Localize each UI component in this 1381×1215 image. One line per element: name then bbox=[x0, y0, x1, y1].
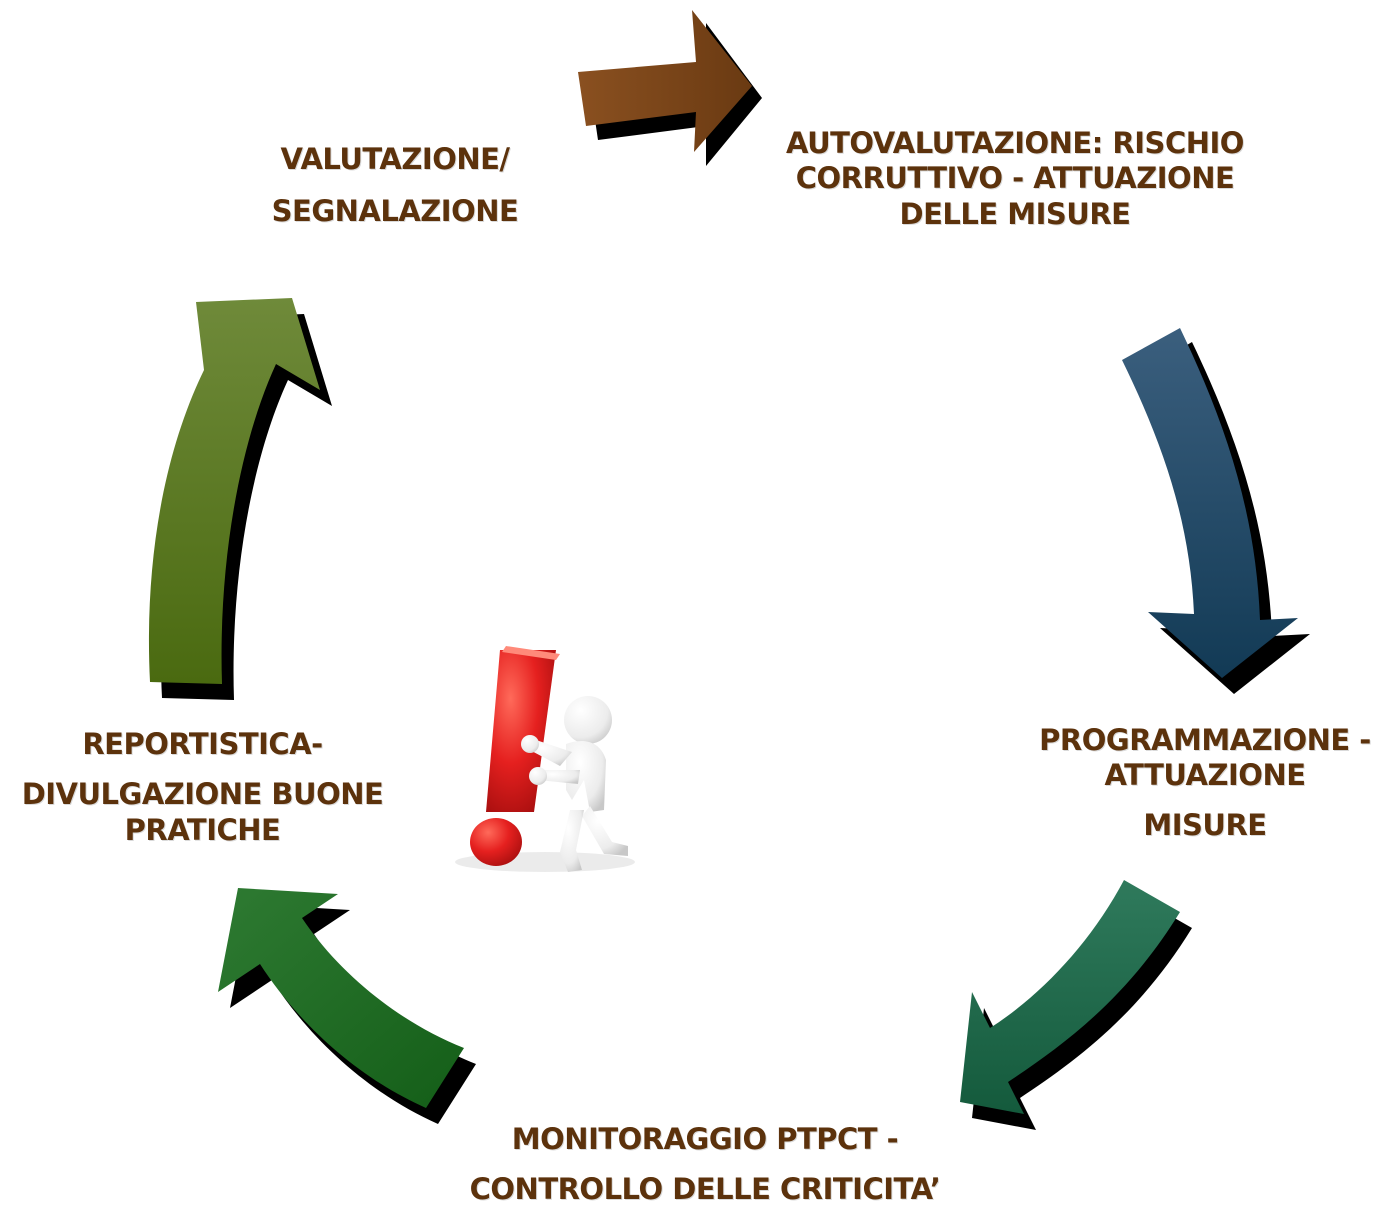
stage-label-line: CONTROLLO DELLE CRITICITA’ bbox=[469, 1171, 941, 1206]
stage-label-line: CORRUTTIVO - ATTUAZIONE bbox=[795, 161, 1235, 196]
stage-label-line: AUTOVALUTAZIONE: RISCHIO bbox=[786, 126, 1244, 160]
stage-label-line: MONITORAGGIO PTPCT - bbox=[511, 1122, 899, 1156]
stage-label-line: VALUTAZIONE/ bbox=[280, 142, 510, 176]
arrow-top bbox=[578, 10, 762, 166]
arrow-right bbox=[1122, 328, 1310, 694]
stage-label-monitoraggio: MONITORAGGIO PTPCT - CONTROLLO DELLE CRI… bbox=[440, 1115, 970, 1215]
person-pushing-exclamation-mark-icon bbox=[455, 646, 635, 872]
arrow-bottom-left bbox=[218, 888, 476, 1124]
stage-label-line: PRATICHE bbox=[124, 812, 281, 847]
stage-label-line: MISURE bbox=[1143, 807, 1267, 842]
stage-label-line: SEGNALAZIONE bbox=[271, 193, 519, 228]
stage-label-autovalutazione: AUTOVALUTAZIONE: RISCHIO CORRUTTIVO - AT… bbox=[770, 126, 1260, 232]
stage-label-line: PROGRAMMAZIONE - bbox=[1039, 723, 1371, 757]
arrow-left bbox=[148, 298, 332, 700]
stage-label-line: REPORTISTICA- bbox=[82, 727, 323, 761]
stage-label-programmazione: PROGRAMMAZIONE - ATTUAZIONE MISURE bbox=[1030, 723, 1380, 843]
stage-label-line: ATTUAZIONE bbox=[1104, 758, 1306, 793]
stage-label-reportistica: REPORTISTICA- DIVULGAZIONE BUONE PRATICH… bbox=[10, 720, 395, 856]
stage-label-line: DIVULGAZIONE BUONE bbox=[21, 776, 384, 811]
stage-label-valutazione: VALUTAZIONE/ SEGNALAZIONE bbox=[250, 134, 540, 237]
arrow-bottom-right bbox=[960, 880, 1192, 1130]
stage-label-line: DELLE MISURE bbox=[899, 196, 1131, 231]
